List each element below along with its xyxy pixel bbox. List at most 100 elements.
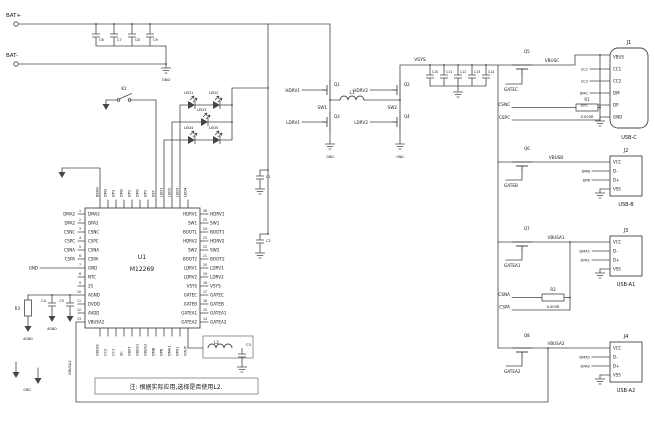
u1-left-pin-number: 12 [77,308,81,312]
u1-left-pin-number: 8 [79,272,81,276]
connector-j4-body [609,341,643,383]
u1-right-pin-number: 17 [203,290,207,294]
r2-ref: R2 [550,287,556,292]
u1-left-pin-name: NTC [88,275,96,280]
u1-top-pin-name: LED4 [184,187,188,197]
led1-ref: LED1 [184,91,193,95]
r1-value: 0.005R [581,115,594,119]
connector-j2-body [609,155,643,197]
bat-plus-label: BAT+ [6,13,21,19]
u1-right-pin-name: VSYS [187,284,198,289]
u1-left-pin-name: CSNA [88,248,99,253]
net-label-vsys: VSYS [414,57,426,63]
net-label-csna: CSNA [64,248,75,253]
j4-pin-name: D- [613,355,618,360]
net-label-gateb: GATEB [210,302,224,307]
connector-j3-body [609,235,643,277]
led5-ref: LED5 [209,126,218,130]
u1-right-pin-number: 14 [203,317,207,321]
u1-bottom-pin-name: CC1 [112,349,116,356]
net-label-cspa: CSPA [499,305,510,310]
c2-ref: C2 [266,239,271,243]
u1-top-pin-name: BEAD [96,187,100,197]
u1-left-pin-number: 10 [77,290,81,294]
wires [15,23,611,403]
net-label-ldrv2: LDRV2 [210,275,224,280]
u1-left-pin-name: DPA2 [88,221,99,226]
net-label-gatec: GATEC [210,293,224,298]
led4-ref: LED4 [184,126,194,130]
c13-ref: C13 [474,70,480,74]
agnd-arrow-symbol [66,311,74,323]
q8-ref: Q8 [524,333,530,338]
wire-led-network [163,104,233,201]
net-label-sw1: SW1 [318,105,328,110]
net-label-dmc: DMC [580,92,589,96]
u1-right-pin-name: GATEA1 [181,311,197,316]
wire-power-stage [301,64,513,349]
u1-left-pin-number: 2 [79,218,81,222]
key-contact-left [116,98,121,102]
c3-ref: C3 [246,343,251,347]
j4-pin-name: D+ [613,364,619,369]
led2-ref: LED2 [209,91,218,95]
u1-left-pin-name: CSPA [88,257,98,262]
net-label-dma2: DMA2 [579,356,590,360]
u1-left-pin-number: 9 [79,281,81,285]
wire-port-b [497,161,611,190]
j1-type: USB-C [621,135,637,141]
net-label-dma1: DMA1 [579,250,590,254]
u1-right-pin-name: LDRV1 [184,266,198,271]
u1-ic-body [84,207,201,329]
net-label-vbusb: VBUSB [549,155,563,160]
agnd-arrow-symbol [48,311,56,323]
agnd-label: AGND [47,327,57,331]
net-label-gatea1: GATEA1 [504,263,521,268]
gnd-symbol [236,362,248,373]
wire-port-c [505,54,611,121]
key-contact-right [127,98,132,102]
wire-agnd-cluster [15,294,71,375]
net-label-hdrv1: HDRV1 [210,212,225,217]
gnd-label: GND [162,78,170,82]
connector-j1-body [609,47,649,129]
j1-pin-name: DP [613,103,619,108]
u1-left-pin-name: DVDD [88,302,100,307]
resistor-r3 [24,299,32,317]
u1-right-pin-name: HDRV2 [183,239,197,244]
gnd-symbol [254,248,266,259]
mosfet-q8 [511,347,533,359]
u1-bottom-pin-name: DMA1 [168,345,172,356]
junction-dots [51,23,601,349]
u1-right-pin-number: 23 [203,236,207,240]
u1-right-pin-number: 16 [203,299,207,303]
wire-u1-right-stubs [199,213,209,323]
wire-port-a1 [497,241,611,311]
l2-ref: L2 [214,340,219,345]
j1-ref: J1 [626,40,632,46]
net-label-gnd: GND [29,266,38,271]
net-label-sw2: SW2 [388,105,398,110]
capacitor-c4 [47,296,57,313]
u1-bottom-pin-name: VOUT [184,345,188,356]
resistor-r2 [541,293,565,302]
u1-right-pin-name: GATEC [184,293,197,298]
u1-right-pin-number: 20 [203,263,207,267]
l1-ref: L1 [350,90,355,95]
j3-pin-name: D- [613,249,618,254]
mosfet-q6 [511,161,533,173]
u1-bottom-pin-name: DPB [160,348,164,356]
c10-ref: C10 [432,70,438,74]
net-label-cc2: CC2 [581,80,588,84]
k1-ref: K1 [121,86,127,91]
j1-pin-name: GND [613,115,622,120]
wire-u1-left-stubs [27,213,86,323]
mosfet-q2 [391,79,401,101]
u1-bottom-pin-name: SC [120,351,124,356]
u1-right-pin-name: HDRV1 [183,212,197,217]
net-label-dpb: DPB [583,179,591,183]
u1-bottom-pin-name: VBUS1 [136,344,140,356]
j3-type: USB-A1 [617,282,636,288]
q7-ref: Q7 [524,226,530,231]
u1-bottom-pin-name: VBUSC [96,343,100,356]
